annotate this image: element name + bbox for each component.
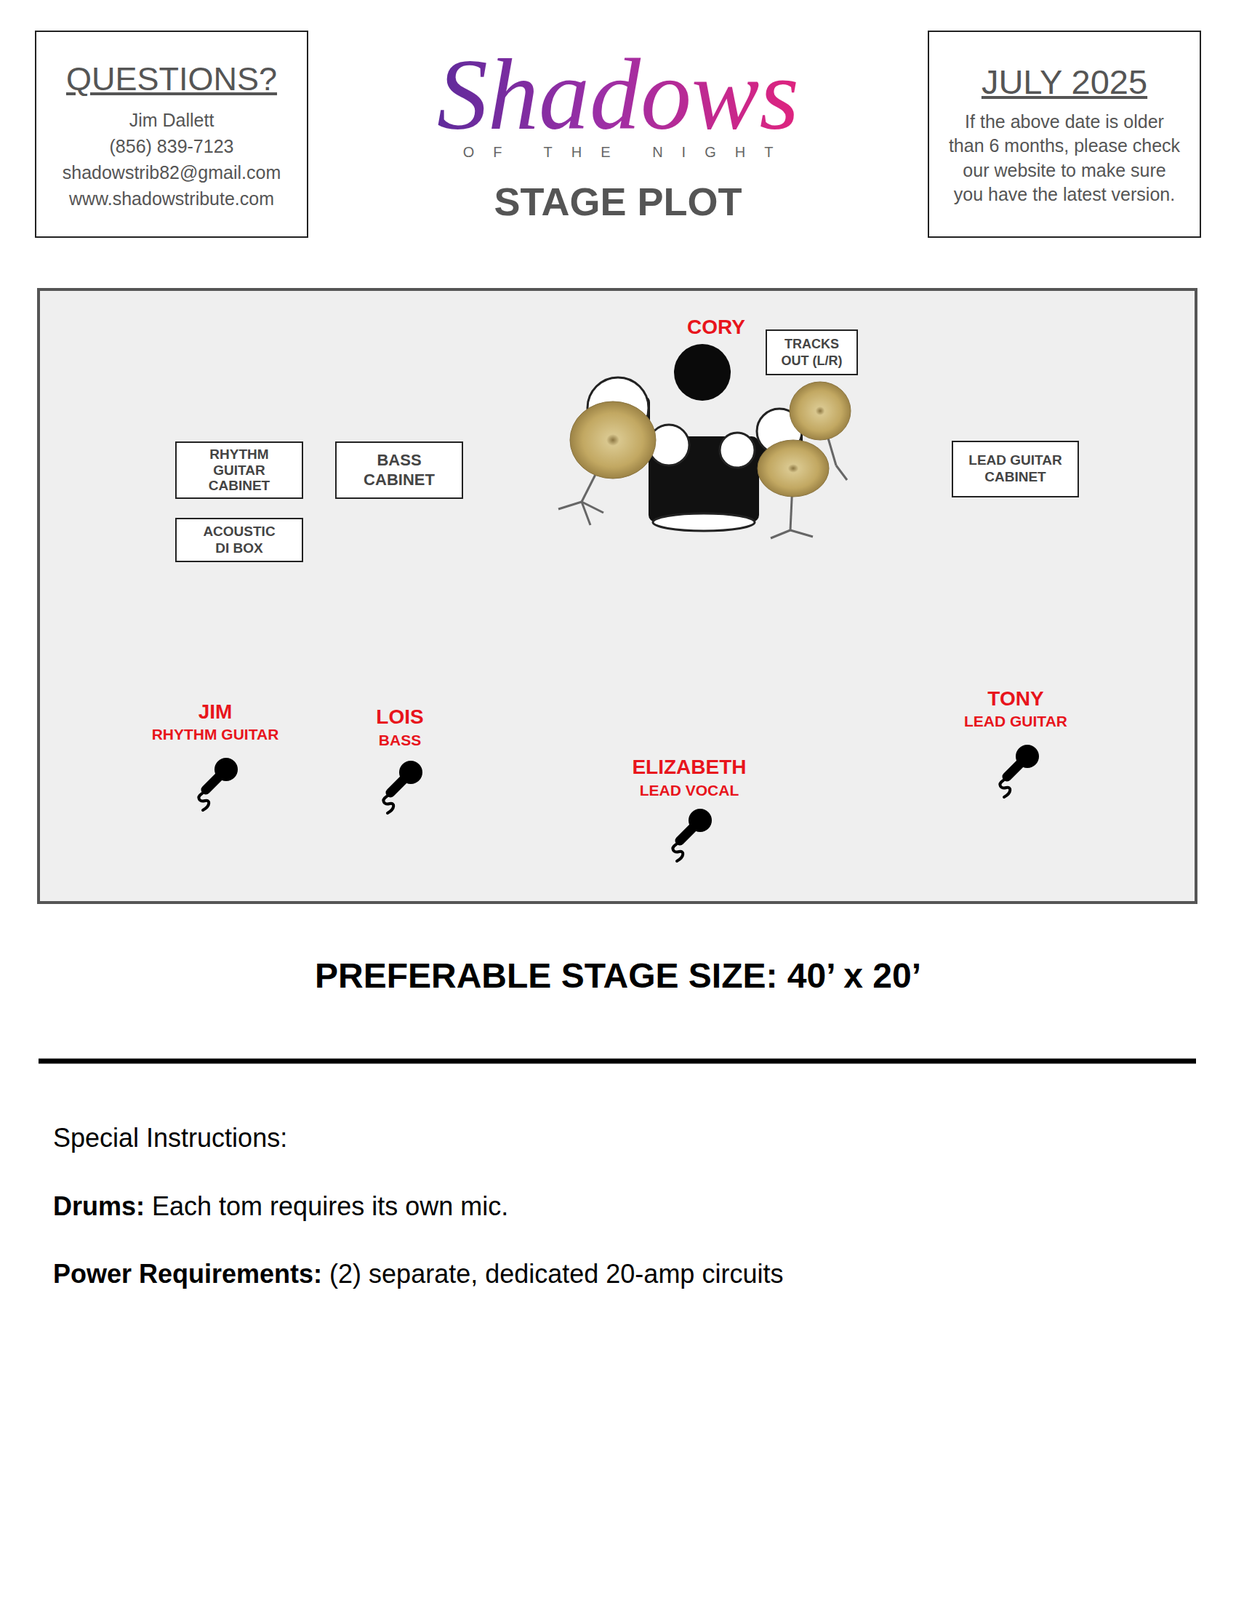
- stage-area: [38, 289, 1197, 903]
- instruction-text: Each tom requires its own mic.: [151, 1190, 509, 1222]
- box-text: (856) 839-7123: [109, 135, 235, 158]
- contact-box: QUESTIONS? Jim Dallett (856) 839-7123 shado…: [34, 30, 309, 238]
- box-text: Jim Dallett: [129, 109, 215, 131]
- member-role: LEAD VOCAL: [639, 780, 740, 800]
- equipment-box: LEAD GUITAR CABINET: [951, 440, 1079, 498]
- box-heading: JULY 2025: [981, 61, 1148, 103]
- logo-wordmark: Shadows: [426, 33, 810, 156]
- date-box: JULY 2025 If the above date is older than…: [927, 30, 1202, 238]
- box-heading: ACOUSTIC DI BOX: [199, 523, 280, 557]
- page-title: STAGE PLOT: [493, 178, 742, 224]
- member-name: ELIZABETH: [631, 754, 746, 780]
- equipment-box: TRACKS OUT (L/R): [765, 329, 858, 376]
- box-text: If the above date is older than 6 months…: [948, 109, 1181, 207]
- box-heading: QUESTIONS?: [66, 59, 278, 99]
- box-heading: LEAD GUITAR CABINET: [964, 452, 1067, 486]
- box-heading: BASS CABINET: [359, 450, 440, 490]
- logo-subtitle: OF THE NIGHT: [444, 143, 793, 161]
- stage-size-note: PREFERABLE STAGE SIZE: 40’ x 20’: [314, 954, 922, 997]
- box-heading: RHYTHM GUITAR CABINET: [199, 446, 280, 495]
- equipment-box: ACOUSTIC DI BOX: [175, 517, 304, 563]
- member-name: CORY: [687, 314, 746, 340]
- divider-rule: [38, 1058, 1197, 1064]
- member-role: BASS: [378, 730, 421, 749]
- member-role: LEAD GUITAR: [964, 711, 1068, 730]
- box-heading: TRACKS OUT (L/R): [773, 335, 850, 369]
- instructions-heading: Special Instructions:: [53, 1121, 288, 1154]
- member-name: LOIS: [375, 704, 424, 730]
- member-name: TONY: [987, 686, 1044, 712]
- equipment-box: BASS CABINET: [335, 441, 464, 499]
- box-text: shadowstrib82@gmail.com: [62, 161, 282, 184]
- instruction-term: Drums:: [53, 1190, 145, 1222]
- member-name: JIM: [198, 699, 233, 725]
- microphone-icons: [198, 744, 1039, 861]
- equipment-box: RHYTHM GUITAR CABINET: [175, 441, 304, 499]
- box-text: www.shadowstribute.com: [69, 187, 275, 210]
- instruction-term: Power Requirements:: [53, 1257, 323, 1290]
- member-role: RHYTHM GUITAR: [151, 724, 280, 744]
- instruction-text: (2) separate, dedicated 20-amp circuits: [329, 1257, 784, 1290]
